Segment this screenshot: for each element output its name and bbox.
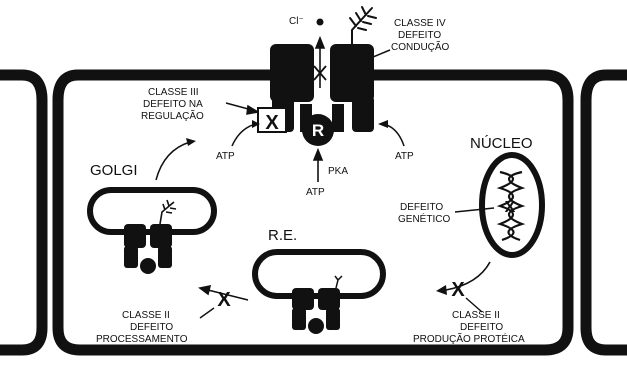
golgi-glycosylation-icon <box>159 199 177 225</box>
class-ii-production-label: CLASSE II DEFEITO PRODUÇÃO PROTÉICA <box>413 310 525 345</box>
svg-text:PRODUÇÃO PROTÉICA: PRODUÇÃO PROTÉICA <box>413 332 525 345</box>
processing-blocked-arrow <box>198 284 249 301</box>
conduction-defect-x-mark <box>313 65 327 81</box>
golgi-label: GOLGI <box>90 162 138 179</box>
er-glycosylation-icon <box>334 275 343 289</box>
atp-pka-arrow <box>312 147 324 182</box>
golgi-cftr-protein <box>124 224 172 274</box>
class-iii-label: CLASSE III DEFEITO NA REGULAÇÃO <box>141 87 204 122</box>
class-ii-processing-pointer <box>199 307 215 319</box>
svg-text:GENÉTICO: GENÉTICO <box>398 212 450 225</box>
svg-text:DEFEITO: DEFEITO <box>460 322 503 333</box>
er-label: R.E. <box>268 227 297 244</box>
nucleus-label: NÚCLEO <box>470 135 533 152</box>
atp-left-label: ATP <box>216 151 235 162</box>
svg-text:DEFEITO: DEFEITO <box>130 322 173 333</box>
svg-text:PROCESSAMENTO: PROCESSAMENTO <box>96 334 188 345</box>
svg-text:CONDUÇÃO: CONDUÇÃO <box>391 40 450 53</box>
dna-helix-icon <box>496 170 526 242</box>
svg-text:DEFEITO: DEFEITO <box>398 30 441 41</box>
class-ii-processing-label: CLASSE II DEFEITO PROCESSAMENTO <box>96 310 188 345</box>
genetic-defect-label: DEFEITO GENÉTICO <box>398 202 450 225</box>
class-iv-label: CLASSE IV DEFEITO CONDUÇÃO <box>391 18 450 53</box>
production-arrow-head <box>436 285 447 295</box>
svg-text:CLASSE II: CLASSE II <box>122 310 170 321</box>
er-cftr-protein <box>292 288 340 334</box>
class-ii-production-pointer <box>465 297 483 313</box>
processing-defect-x: X <box>217 289 231 311</box>
class-iii-arrow <box>225 102 261 115</box>
pore-arrow <box>314 35 326 88</box>
genetic-defect-x: X <box>505 199 516 216</box>
pka-label: PKA <box>328 166 348 177</box>
production-blocked-arrow <box>445 261 491 291</box>
svg-text:CLASSE IV: CLASSE IV <box>394 18 446 29</box>
membrane-cftr-channel <box>270 44 374 146</box>
production-defect-x: X <box>451 279 465 301</box>
chloride-ion-dot <box>316 18 324 26</box>
svg-text:CLASSE II: CLASSE II <box>452 310 500 321</box>
svg-text:DEFEITO NA: DEFEITO NA <box>143 99 203 110</box>
genetic-defect-pointer <box>454 207 495 213</box>
svg-text:DEFEITO: DEFEITO <box>400 202 443 213</box>
class-iv-pointer <box>355 49 391 65</box>
r-domain-label: R <box>312 121 324 140</box>
regulation-defect-x: X <box>265 112 279 134</box>
chloride-label: Cl⁻ <box>289 16 304 27</box>
nucleus-envelope <box>479 152 545 258</box>
svg-text:CLASSE III: CLASSE III <box>148 87 199 98</box>
regulation-defect-box <box>257 107 287 133</box>
svg-text:REGULAÇÃO: REGULAÇÃO <box>141 109 204 122</box>
golgi-to-membrane-arrow <box>155 141 191 181</box>
atp-right-label: ATP <box>395 151 414 162</box>
atp-bottom-label: ATP <box>306 187 325 198</box>
cell-membrane <box>0 69 627 356</box>
glycosylation-tree-icon <box>349 6 377 45</box>
